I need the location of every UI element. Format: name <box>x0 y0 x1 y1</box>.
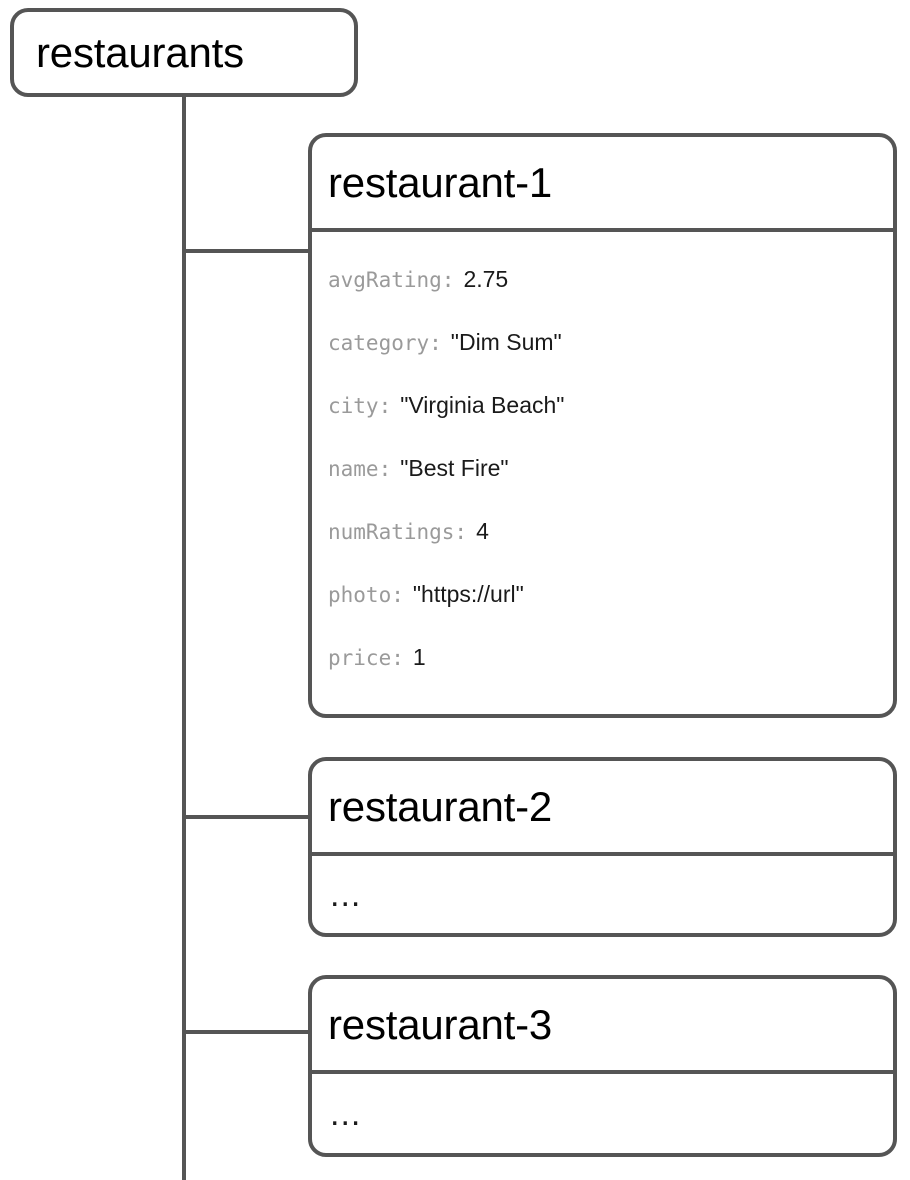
document-id-label: restaurant-2 <box>328 782 553 830</box>
field-key-numRatings: numRatings: <box>328 519 468 544</box>
field-row: avgRating: 2.75 <box>328 248 877 311</box>
field-value-name: "Best Fire" <box>400 455 509 481</box>
field-key-photo: photo: <box>328 582 404 607</box>
field-value-avgRating: 2.75 <box>463 266 509 292</box>
field-value-photo: "https://url" <box>412 581 524 607</box>
document-body-restaurant-2: ... <box>312 856 893 933</box>
ellipsis-label: ... <box>330 875 362 914</box>
connector-to-restaurant-3 <box>182 1030 312 1034</box>
field-key-name: name: <box>328 456 392 481</box>
document-id-label: restaurant-3 <box>328 1000 553 1048</box>
field-value-price: 1 <box>412 644 426 670</box>
field-value-city: "Virginia Beach" <box>400 392 565 418</box>
field-row: price: 1 <box>328 626 877 689</box>
document-header-restaurant-2[interactable]: restaurant-2 <box>312 761 893 856</box>
field-key-city: city: <box>328 393 392 418</box>
collection-name-label: restaurants <box>36 28 244 76</box>
field-value-category: "Dim Sum" <box>450 329 562 355</box>
connector-to-restaurant-1 <box>182 249 312 253</box>
document-body-restaurant-3: ... <box>312 1074 893 1153</box>
document-card-restaurant-3[interactable]: restaurant-3 ... <box>308 975 897 1157</box>
document-id-label: restaurant-1 <box>328 158 553 206</box>
document-card-restaurant-2[interactable]: restaurant-2 ... <box>308 757 897 937</box>
connector-to-restaurant-2 <box>182 815 312 819</box>
document-card-restaurant-1[interactable]: restaurant-1 avgRating: 2.75 category: "… <box>308 133 897 718</box>
field-row: numRatings: 4 <box>328 500 877 563</box>
field-value-numRatings: 4 <box>476 518 489 544</box>
field-row: city: "Virginia Beach" <box>328 374 877 437</box>
collection-node-restaurants[interactable]: restaurants <box>10 8 358 97</box>
trunk-line <box>182 95 186 1180</box>
document-header-restaurant-3[interactable]: restaurant-3 <box>312 979 893 1074</box>
field-key-price: price: <box>328 645 404 670</box>
field-row: photo: "https://url" <box>328 563 877 626</box>
field-row: name: "Best Fire" <box>328 437 877 500</box>
document-fields-restaurant-1: avgRating: 2.75 category: "Dim Sum" city… <box>312 232 893 714</box>
field-key-category: category: <box>328 330 442 355</box>
field-key-avgRating: avgRating: <box>328 267 455 292</box>
document-header-restaurant-1[interactable]: restaurant-1 <box>312 137 893 232</box>
field-row: category: "Dim Sum" <box>328 311 877 374</box>
ellipsis-label: ... <box>330 1094 362 1133</box>
